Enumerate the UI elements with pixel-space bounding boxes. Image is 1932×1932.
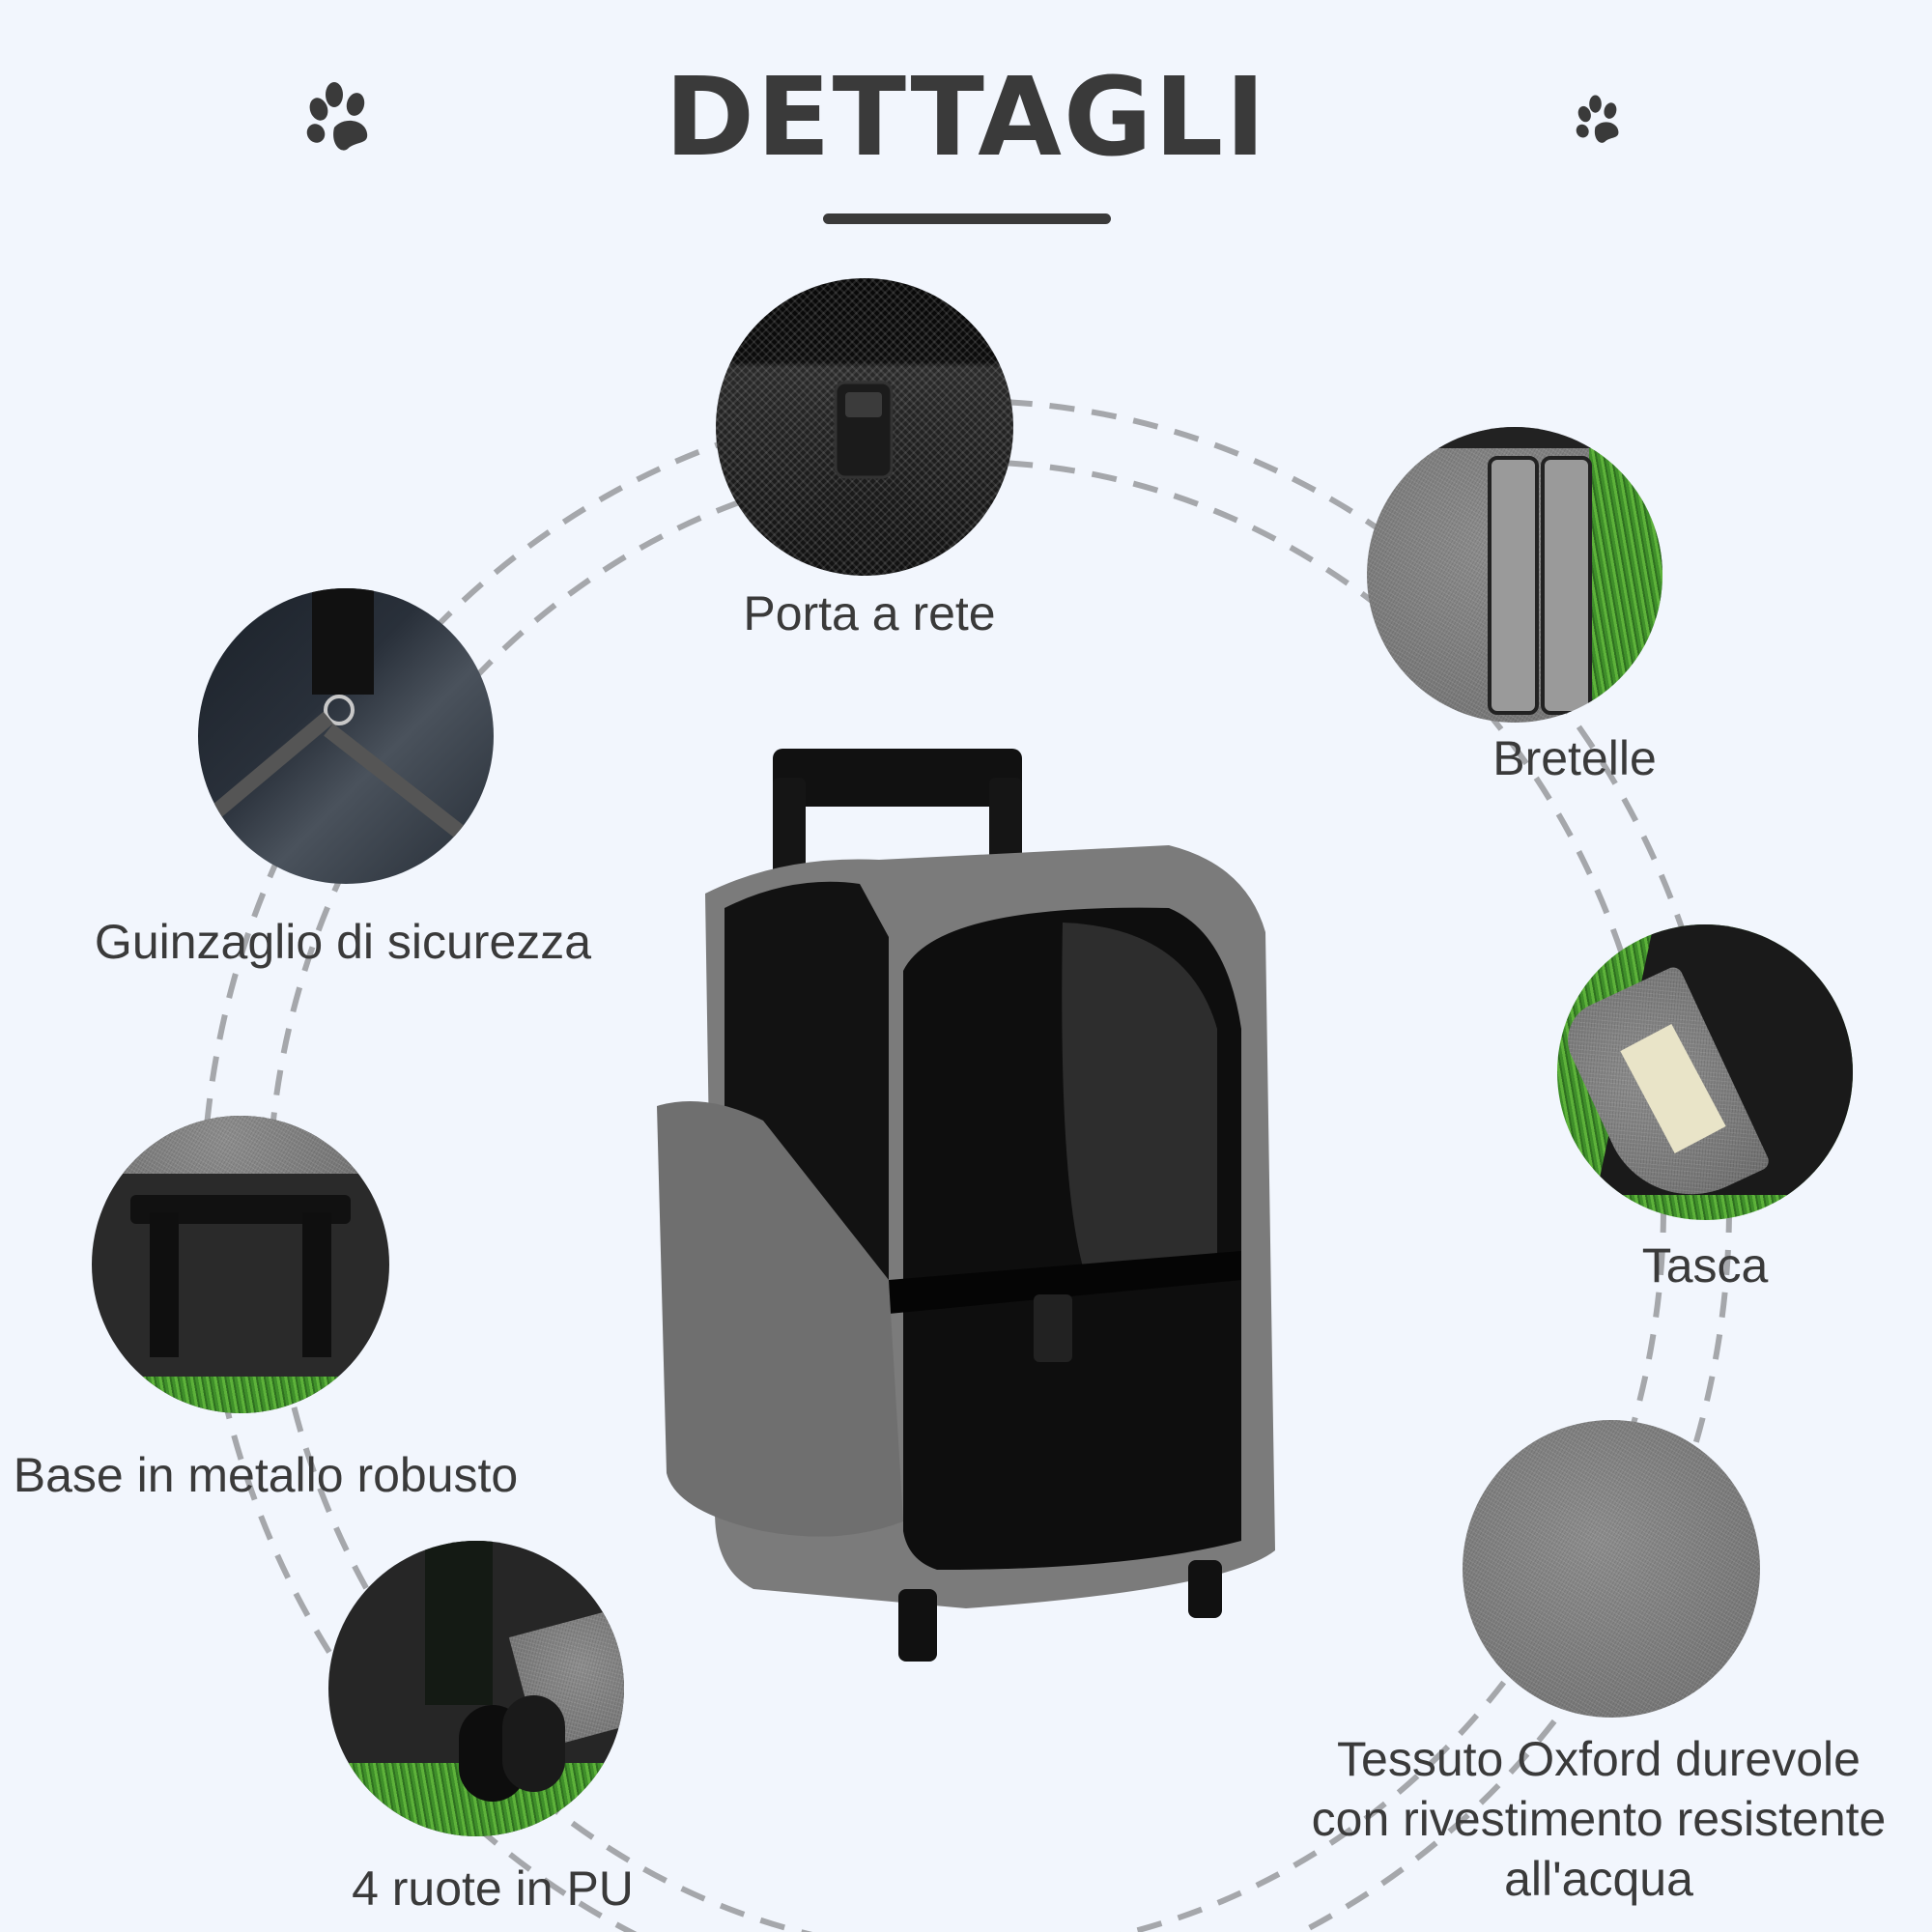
feature-image-guinzaglio (198, 588, 494, 884)
product-image (647, 739, 1323, 1666)
feature-image-tessuto (1463, 1420, 1760, 1718)
feature-image-tasca (1557, 924, 1853, 1220)
paw-icon (1575, 92, 1623, 146)
feature-label-tessuto: Tessuto Oxford durevole con rivestimento… (1304, 1729, 1893, 1909)
feature-image-base (92, 1116, 389, 1413)
feature-label-tessuto-line-2: con rivestimento resistente (1311, 1792, 1887, 1846)
feature-image-ruote (328, 1541, 624, 1836)
paw-icon (305, 77, 373, 155)
feature-label-tasca: Tasca (1641, 1238, 1769, 1293)
feature-label-porta-a-rete: Porta a rete (743, 586, 996, 640)
title-underline (823, 213, 1111, 224)
feature-image-bretelle (1367, 427, 1662, 723)
page-title: DETTAGLI (665, 55, 1267, 181)
feature-label-ruote: 4 ruote in PU (352, 1861, 634, 1916)
feature-label-tessuto-line-3: all'acqua (1504, 1852, 1693, 1906)
feature-label-tessuto-line-1: Tessuto Oxford durevole (1337, 1732, 1861, 1786)
feature-label-guinzaglio: Guinzaglio di sicurezza (94, 915, 592, 969)
feature-label-bretelle: Bretelle (1492, 731, 1657, 785)
feature-image-porta-a-rete (716, 278, 1013, 576)
feature-label-base: Base in metallo robusto (13, 1448, 519, 1502)
